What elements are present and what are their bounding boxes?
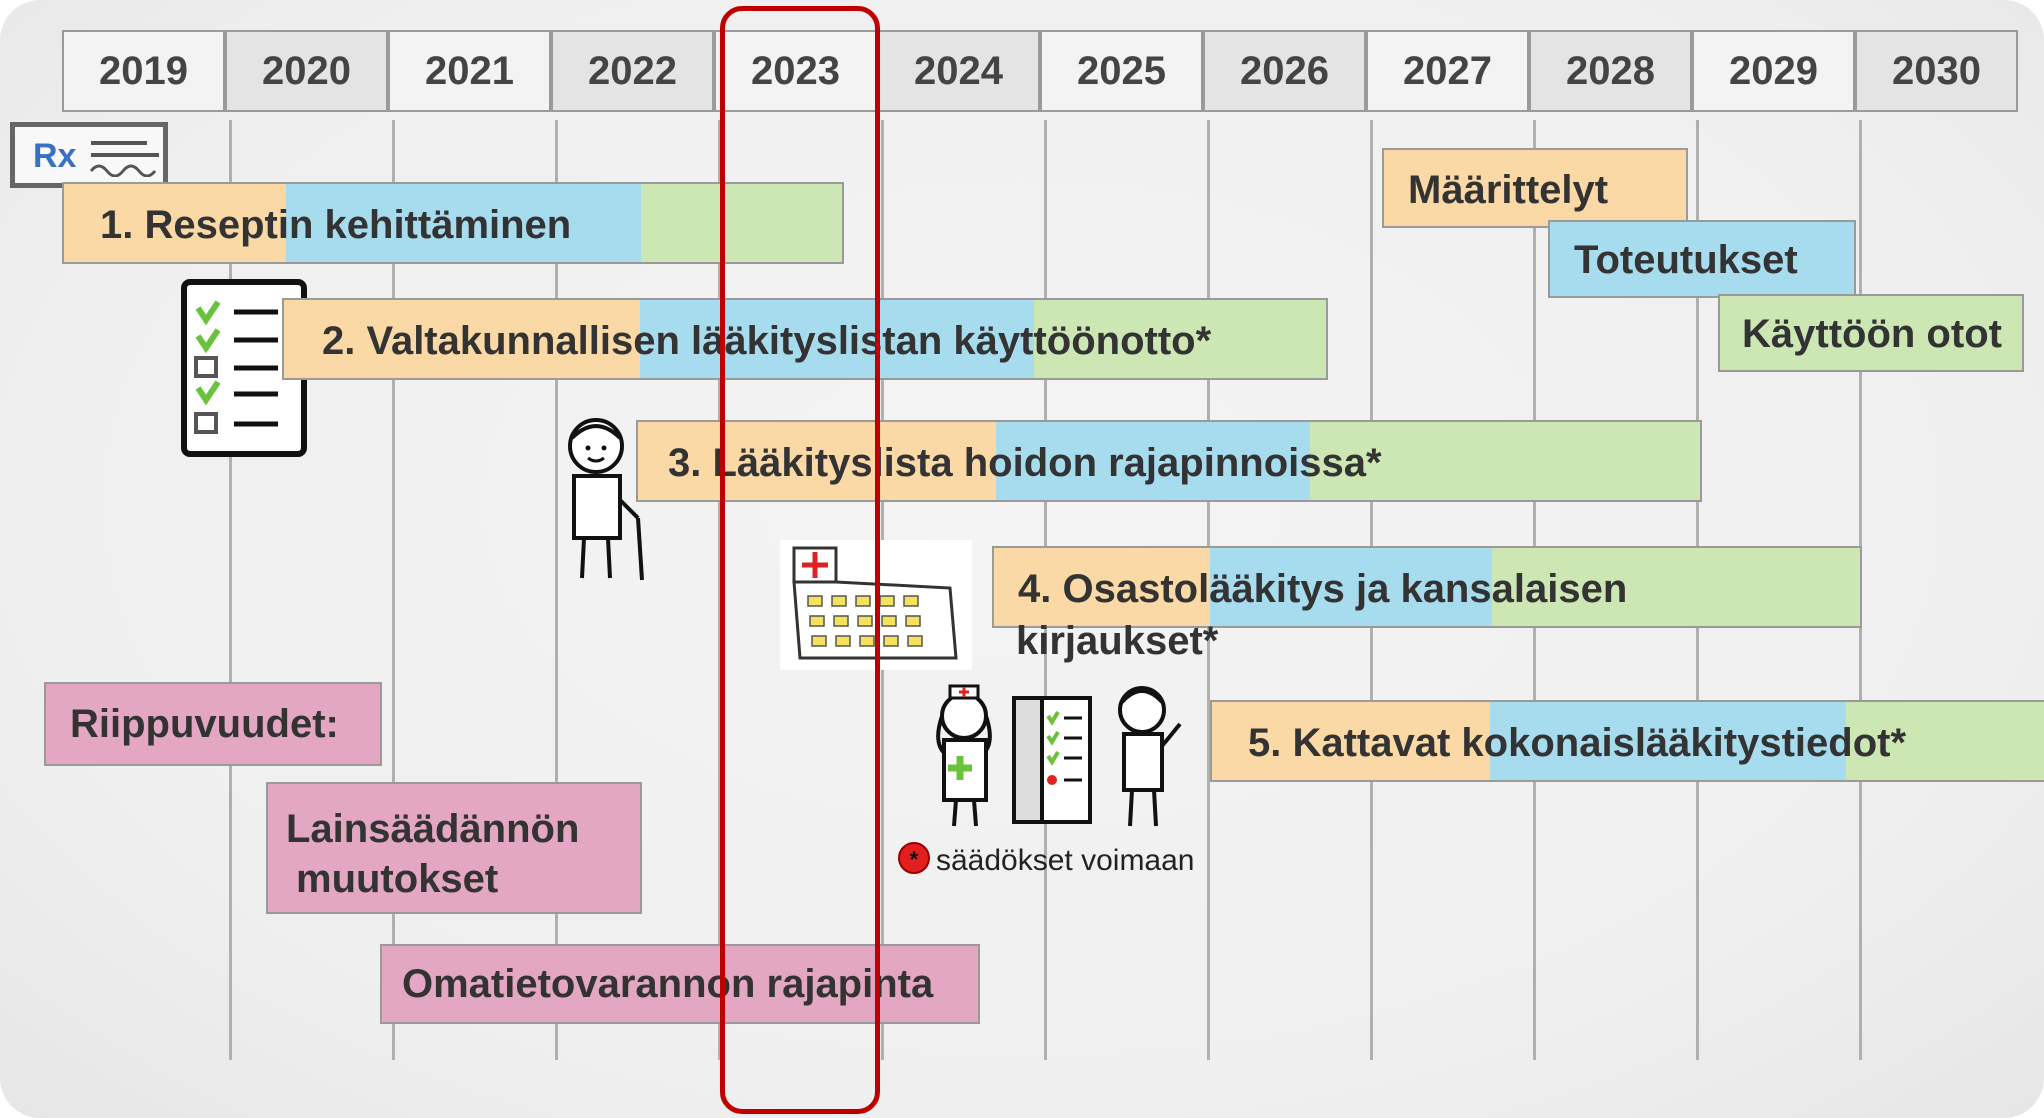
gridline xyxy=(718,120,721,1060)
legend-implementations: Toteutukset xyxy=(1548,220,1856,298)
legend-deployments-label: Käyttöön otot xyxy=(1742,312,2002,356)
track-5-definition-segment xyxy=(1212,702,1490,780)
track-4-deployment-segment xyxy=(1492,548,1860,626)
elderly-person-icon xyxy=(568,418,644,581)
track-1-definition-segment xyxy=(64,184,286,262)
track-3-deployment-segment xyxy=(1310,422,1700,500)
track-5-deployment-segment xyxy=(1846,702,2044,780)
track-3-implementation-segment xyxy=(996,422,1310,500)
year-2028: 2028 xyxy=(1529,30,1692,112)
year-2025: 2025 xyxy=(1040,30,1203,112)
track-5-bar: 5. Kattavat kokonaislääkitystiedot* xyxy=(1210,700,2044,782)
year-2024: 2024 xyxy=(877,30,1040,112)
track-3-bar: 3. Lääkityslista hoidon rajapinnoissa* xyxy=(636,420,1702,502)
track-1-bar: 1. Reseptin kehittäminen xyxy=(62,182,844,264)
track-4-label: 4. Osastolääkitys ja kansalaisen xyxy=(1018,567,1628,611)
track-1-implementation-segment xyxy=(286,184,641,262)
track-3-label: 3. Lääkityslista hoidon rajapinnoissa* xyxy=(668,441,1382,485)
track-2-definition-segment xyxy=(284,300,640,378)
year-2020: 2020 xyxy=(225,30,388,112)
legend-implementations-label: Toteutukset xyxy=(1574,238,1798,282)
gridline xyxy=(229,120,232,1060)
checklist-icon xyxy=(181,279,307,457)
dependencies-title: Riippuvuudet: xyxy=(70,702,339,746)
track-3-definition-segment xyxy=(638,422,996,500)
footnote-marker-icon: * xyxy=(898,842,930,874)
track-5-label: 5. Kattavat kokonaislääkitystiedot* xyxy=(1248,721,1907,765)
year-2026: 2026 xyxy=(1203,30,1366,112)
track-2-implementation-segment xyxy=(640,300,1034,378)
legend-deployments: Käyttöön otot xyxy=(1718,294,2024,372)
omatieto-interface-box: Omatietovarannon rajapinta xyxy=(380,944,980,1024)
legislation-box: Lainsäädännön muutokset xyxy=(266,782,642,914)
dependencies-title-box: Riippuvuudet: xyxy=(44,682,382,766)
prescription-icon: Rx xyxy=(10,122,168,188)
track-1-label: 1. Reseptin kehittäminen xyxy=(100,203,572,247)
track-5-implementation-segment xyxy=(1490,702,1846,780)
track-4-bar: 4. Osastolääkitys ja kansalaisen xyxy=(992,546,1862,628)
year-2022: 2022 xyxy=(551,30,714,112)
footnote-text: säädökset voimaan xyxy=(936,844,1195,877)
nurse-and-citizen-icon xyxy=(936,684,1182,827)
year-2030: 2030 xyxy=(1855,30,2018,112)
year-2023: 2023 xyxy=(714,30,877,112)
legend-definitions: Määrittelyt xyxy=(1382,148,1688,228)
omatieto-interface-label: Omatietovarannon rajapinta xyxy=(402,962,934,1006)
legislation-line-2: muutokset xyxy=(296,857,499,901)
legend-definitions-label: Määrittelyt xyxy=(1408,168,1609,212)
track-2-label: 2. Valtakunnallisen lääkityslistan käytt… xyxy=(322,319,1212,363)
track-2-deployment-segment xyxy=(1034,300,1326,378)
current-year-highlight xyxy=(720,6,880,1114)
year-2029: 2029 xyxy=(1692,30,1855,112)
rx-label: Rx xyxy=(33,137,77,175)
gridline xyxy=(392,120,395,1060)
legislation-line-1: Lainsäädännön xyxy=(286,807,580,851)
prescription-lines-icon xyxy=(89,141,159,177)
track-2-bar: 2. Valtakunnallisen lääkityslistan käytt… xyxy=(282,298,1328,380)
year-2027: 2027 xyxy=(1366,30,1529,112)
year-2019: 2019 xyxy=(62,30,225,112)
gridline xyxy=(555,120,558,1060)
year-2021: 2021 xyxy=(388,30,551,112)
track-4-implementation-segment xyxy=(1210,548,1492,626)
track-1-deployment-segment xyxy=(641,184,842,262)
track-4-label-continued: kirjaukset* xyxy=(1016,619,1219,663)
track-4-definition-segment xyxy=(994,548,1210,626)
